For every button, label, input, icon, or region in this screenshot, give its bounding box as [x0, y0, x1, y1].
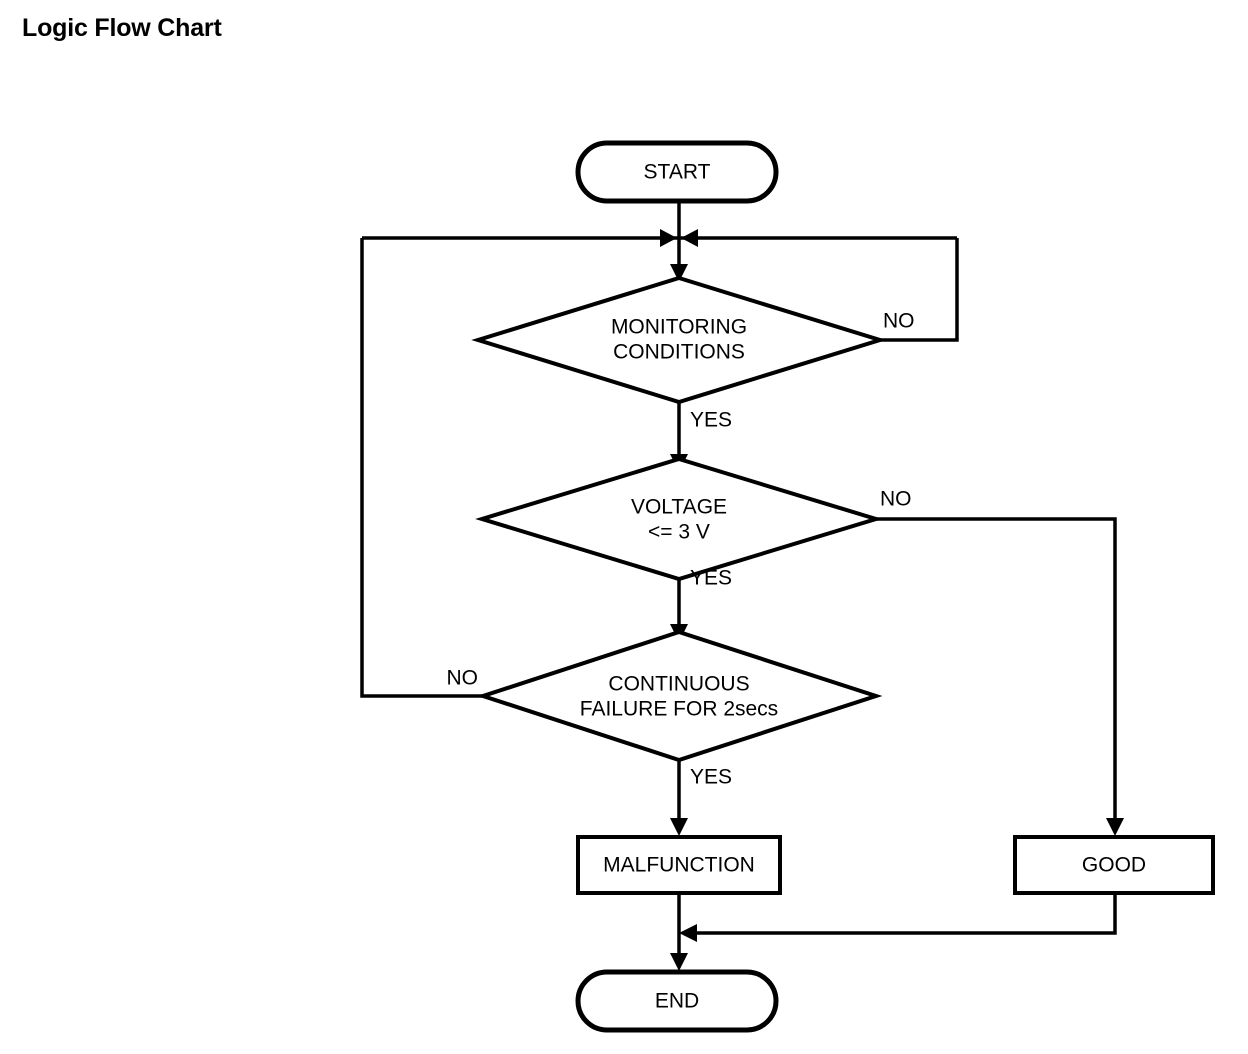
monitoring-label-line2: CONDITIONS [613, 341, 745, 364]
start-shape [575, 140, 779, 204]
end-shape [575, 969, 779, 1033]
continuous-label-line2: FAILURE FOR 2secs [580, 698, 778, 721]
arrowhead-into-monitoring [670, 264, 688, 282]
edge-label-monitoring-yes: YES [690, 409, 732, 432]
monitoring-diamond-shape [471, 275, 887, 405]
arrowhead-into-end [670, 953, 688, 971]
edge-continuous-no-path [360, 238, 483, 698]
malfunction-box-shape [576, 835, 782, 895]
edge-label-continuous-yes: YES [690, 766, 732, 789]
node-malfunction[interactable]: MALFUNCTION [576, 835, 782, 895]
edge-good-to-end-merge [686, 893, 1117, 935]
start-label: START [644, 161, 711, 184]
edge-voltage-no-path [876, 517, 1117, 830]
node-start[interactable]: START [575, 140, 779, 204]
continuous-label-line1: CONTINUOUS [608, 673, 749, 696]
end-label: END [655, 990, 699, 1013]
voltage-label-line2: <= 3 V [648, 521, 710, 544]
malfunction-label: MALFUNCTION [603, 854, 755, 877]
node-monitoring-conditions[interactable]: MONITORING CONDITIONS [471, 275, 887, 405]
edge-label-voltage-no: NO [880, 488, 912, 511]
edge-label-monitoring-no: NO [883, 310, 915, 333]
node-good[interactable]: GOOD [1013, 835, 1215, 895]
node-voltage-check[interactable]: VOLTAGE <= 3 V [475, 456, 883, 582]
good-label: GOOD [1082, 854, 1146, 877]
arrowhead-into-good [1106, 818, 1124, 836]
edge-label-voltage-yes: YES [690, 567, 732, 590]
monitoring-label-line1: MONITORING [611, 316, 747, 339]
junction-arrowhead-right [681, 229, 698, 247]
continuous-diamond-shape [476, 629, 883, 763]
page-title: Logic Flow Chart [22, 14, 222, 42]
edge-label-continuous-no: NO [447, 667, 479, 690]
voltage-diamond-shape [475, 456, 883, 582]
good-box-shape [1013, 835, 1215, 895]
node-end[interactable]: END [575, 969, 779, 1033]
arrowhead-merge-to-end [679, 924, 697, 942]
junction-arrowhead-left [660, 229, 677, 247]
voltage-label-line1: VOLTAGE [631, 496, 727, 519]
arrowhead-into-malfunction [670, 818, 688, 836]
edge-monitoring-no-path [880, 238, 959, 342]
node-continuous-failure[interactable]: CONTINUOUS FAILURE FOR 2secs [476, 629, 883, 763]
